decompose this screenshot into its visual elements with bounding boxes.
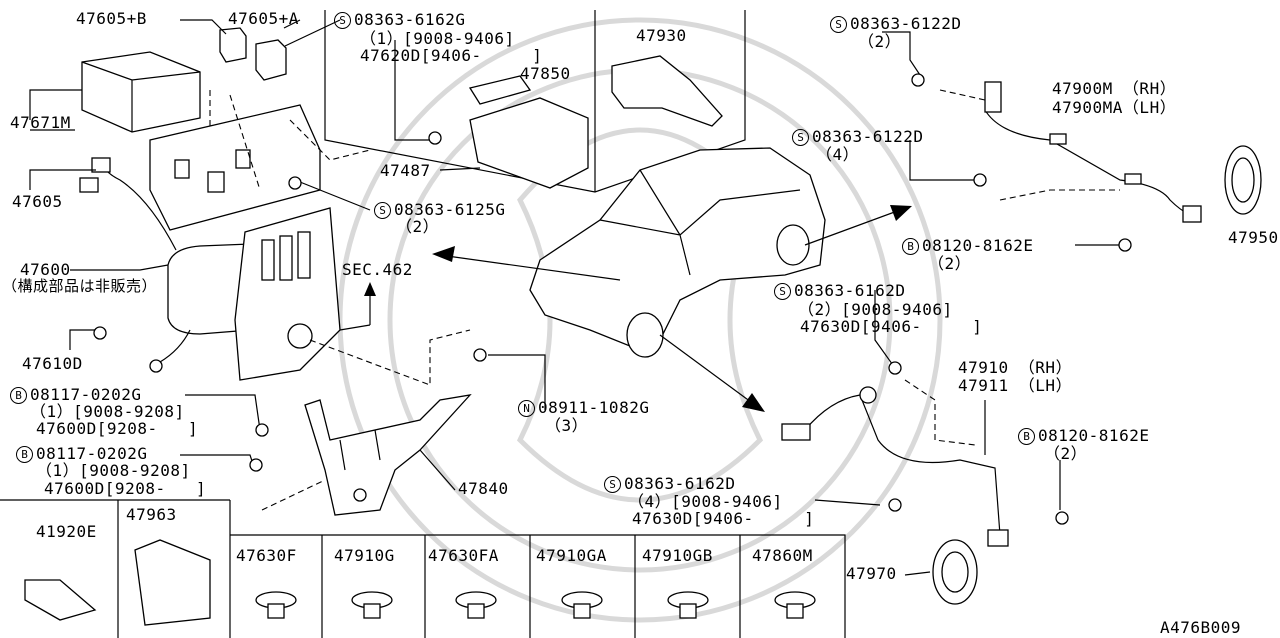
label-47610d[interactable]: 47610D: [22, 354, 83, 373]
label-47950[interactable]: 47950: [1228, 228, 1279, 247]
nut-symbol-icon: N: [518, 400, 535, 417]
label-screw-08363-6162d-a-part: 47630D[9406- ]: [800, 317, 983, 336]
sensor-rotor-47970[interactable]: [932, 539, 978, 605]
control-unit-47850[interactable]: [468, 75, 589, 189]
label-screw-08363-6122d-b-qty: （4）: [816, 145, 860, 164]
label-47600[interactable]: 47600: [20, 260, 71, 279]
label-bolt-08117-a-part: 47600D[9208- ]: [36, 419, 199, 438]
label-47930[interactable]: 47930: [636, 26, 687, 45]
leader-lines: [29, 19, 1120, 576]
label-47910gb[interactable]: 47910GB: [642, 546, 713, 565]
grommet-parts: [24, 539, 816, 626]
screw-symbol-icon: S: [792, 129, 809, 146]
label-47630fa[interactable]: 47630FA: [428, 546, 499, 565]
screw-symbol-icon: S: [604, 476, 621, 493]
bolt-symbol-icon: B: [1018, 428, 1035, 445]
label-47487[interactable]: 47487: [380, 161, 431, 180]
label-bolt-08120-b-qty: （2）: [1044, 444, 1088, 463]
rear-sensor-47900m[interactable]: [984, 81, 1202, 223]
bolt-symbol-icon: B: [902, 238, 919, 255]
fasteners: [93, 73, 1132, 525]
bracket-47840[interactable]: [304, 394, 472, 516]
label-47850[interactable]: 47850: [520, 64, 571, 83]
label-47970[interactable]: 47970: [846, 564, 897, 583]
screw-symbol-icon: S: [830, 16, 847, 33]
label-sec-462[interactable]: SEC.462: [342, 260, 413, 279]
label-47605-a[interactable]: 47605+A: [228, 9, 299, 28]
sensor-rotor-47950[interactable]: [1224, 145, 1262, 215]
label-47605-b[interactable]: 47605+B: [76, 9, 147, 28]
label-47900ma[interactable]: 47900MA（LH）: [1052, 98, 1177, 117]
label-bolt-08117-a-qty: （1）[9008-9208]: [30, 402, 185, 421]
diagram-id: A476B009: [1160, 618, 1242, 637]
label-47671m[interactable]: 47671M: [10, 113, 71, 132]
label-screw-08363-6162d-b-qty: （4）[9008-9406]: [628, 492, 783, 511]
label-screw-08363-6162g-qty: （1）[9008-9406]: [360, 29, 515, 48]
label-47605[interactable]: 47605: [12, 192, 63, 211]
label-47911[interactable]: 47911 （LH）: [958, 376, 1073, 395]
abs-actuator-47600[interactable]: [79, 104, 341, 381]
label-screw-08363-6162g-part: 47620D[9406- ]: [360, 46, 543, 65]
g-sensor-47930[interactable]: [611, 55, 723, 127]
vehicle-outline: [529, 147, 826, 358]
label-47630f[interactable]: 47630F: [236, 546, 297, 565]
label-47910g[interactable]: 47910G: [334, 546, 395, 565]
label-bolt-08117-b-qty: （1）[9008-9208]: [36, 461, 191, 480]
panel-borders: [0, 10, 846, 638]
label-47910[interactable]: 47910 （RH）: [958, 358, 1073, 377]
screw-symbol-icon: S: [374, 202, 391, 219]
screw-symbol-icon: S: [334, 12, 351, 29]
bolt-symbol-icon: B: [10, 387, 27, 404]
label-nut-08911-qty: （3）: [545, 416, 589, 435]
label-bolt-08120-a-qty: （2）: [928, 254, 972, 273]
label-screw-08363-6122d-a-qty: （2）: [858, 32, 902, 51]
arrows: [339, 205, 912, 412]
label-47860m[interactable]: 47860M: [752, 546, 813, 565]
label-screw-08363-6125g-qty: （2）: [396, 217, 440, 236]
screw-symbol-icon: S: [774, 283, 791, 300]
label-bolt-08117-b-part: 47600D[9208- ]: [44, 479, 207, 498]
label-47600-note: （構成部品は非販売）: [2, 277, 158, 295]
label-47963[interactable]: 47963: [126, 505, 177, 524]
label-47840[interactable]: 47840: [458, 479, 509, 498]
label-41920e[interactable]: 41920E: [36, 522, 97, 541]
front-sensor-47910[interactable]: [781, 386, 1009, 547]
label-47900m[interactable]: 47900M （RH）: [1052, 79, 1177, 98]
label-47910ga[interactable]: 47910GA: [536, 546, 607, 565]
bolt-symbol-icon: B: [16, 446, 33, 463]
relay-47605[interactable]: [81, 27, 287, 133]
label-screw-08363-6162d-a-qty: （2）[9008-9406]: [798, 300, 953, 319]
label-screw-08363-6162d-b-part: 47630D[9406- ]: [632, 509, 815, 528]
